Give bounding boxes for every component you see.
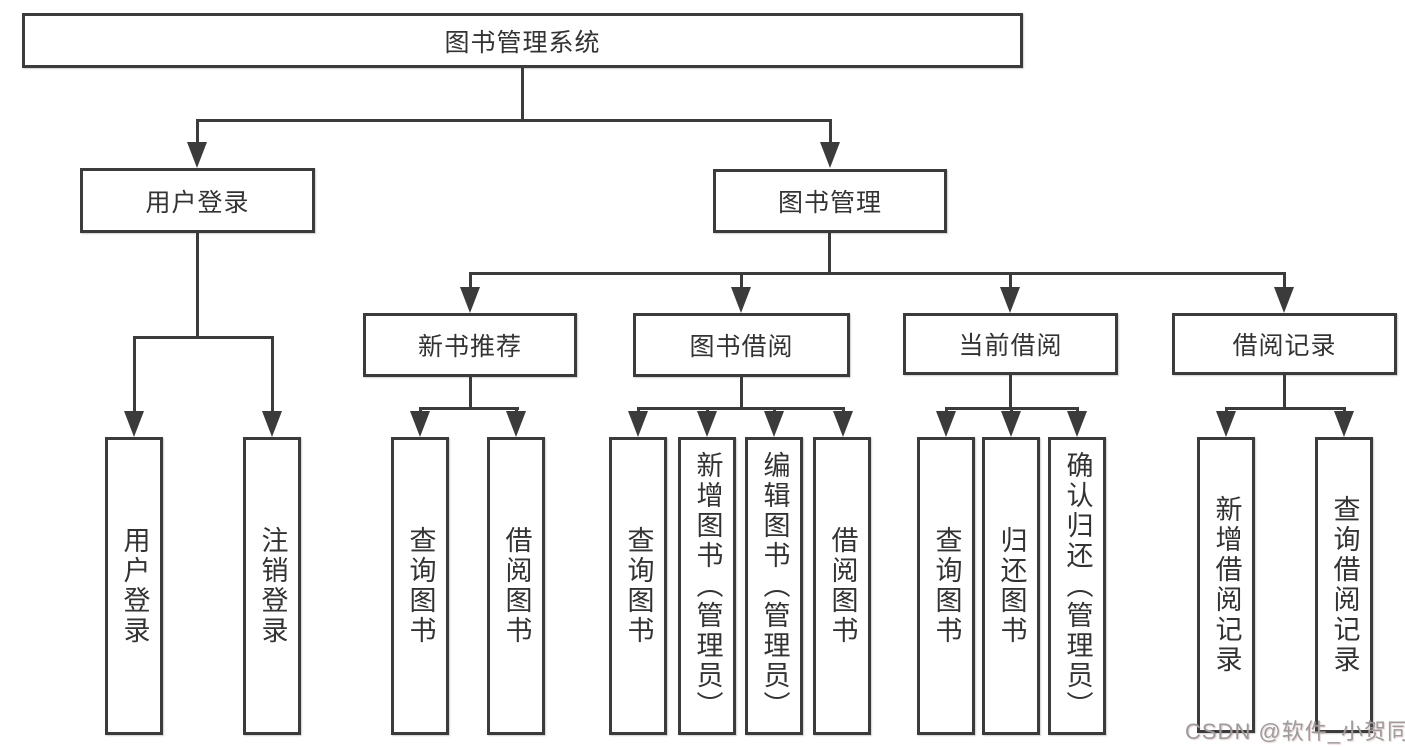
leaf-return-books: 归还图书 bbox=[982, 437, 1040, 735]
tree-line bbox=[133, 336, 136, 413]
arrow-down-icon bbox=[820, 142, 840, 168]
leaf-query-books-recommend: 查询图书 bbox=[391, 437, 449, 735]
arrow-down-icon bbox=[1334, 411, 1354, 437]
arrow-down-icon bbox=[506, 411, 526, 437]
leaf-confirm-return-admin: 确认归还（管理员） bbox=[1048, 437, 1106, 735]
node-box-user-login: 用户登录 bbox=[80, 168, 315, 233]
arrow-down-icon bbox=[697, 411, 717, 437]
arrow-down-icon bbox=[124, 411, 144, 437]
watermark: CSDN @软件_小贺同学 bbox=[1185, 719, 1405, 744]
node-label-new-book-recommend: 新书推荐 bbox=[417, 333, 522, 361]
leaf-label-logout: 注销登录 bbox=[257, 526, 288, 646]
arrow-down-icon bbox=[187, 142, 207, 168]
tree-line bbox=[133, 336, 274, 339]
leaf-label-borrow-books-borrowing: 借阅图书 bbox=[827, 526, 858, 646]
arrow-down-icon bbox=[1000, 287, 1020, 313]
leaf-label-borrow-books-recommend: 借阅图书 bbox=[501, 526, 532, 646]
tree-line bbox=[196, 119, 832, 122]
node-label-borrow-records: 借阅记录 bbox=[1232, 332, 1337, 360]
arrow-down-icon bbox=[1274, 287, 1294, 313]
tree-line bbox=[271, 336, 274, 413]
node-label-user-login: 用户登录 bbox=[145, 188, 250, 217]
arrow-down-icon bbox=[936, 411, 956, 437]
node-box-book-management: 图书管理 bbox=[713, 169, 947, 233]
tree-line bbox=[469, 377, 472, 410]
node-box-new-book-recommend: 新书推荐 bbox=[363, 313, 577, 377]
leaf-borrow-books-recommend: 借阅图书 bbox=[487, 437, 545, 735]
tree-line bbox=[740, 377, 743, 410]
leaf-label-add-books-admin: 新增图书（管理员） bbox=[692, 451, 723, 721]
arrow-down-icon bbox=[1216, 411, 1236, 437]
leaf-label-confirm-return-admin: 确认归还（管理员） bbox=[1062, 451, 1093, 721]
leaf-logout: 注销登录 bbox=[243, 437, 301, 735]
leaf-label-query-books-borrowing: 查询图书 bbox=[623, 526, 654, 646]
leaf-user-login: 用户登录 bbox=[105, 437, 163, 735]
node-box-borrow-records: 借阅记录 bbox=[1172, 313, 1397, 375]
tree-line bbox=[469, 272, 1286, 275]
arrow-down-icon bbox=[460, 287, 480, 313]
leaf-query-books-current: 查询图书 bbox=[917, 437, 975, 735]
tree-line bbox=[419, 407, 519, 410]
tree-line bbox=[196, 119, 199, 147]
arrow-down-icon bbox=[410, 411, 430, 437]
arrow-down-icon bbox=[1067, 411, 1087, 437]
tree-line bbox=[828, 233, 831, 275]
leaf-edit-books-admin: 编辑图书（管理员） bbox=[745, 437, 803, 735]
tree-line bbox=[1009, 272, 1012, 290]
node-box-current-borrowing: 当前借阅 bbox=[903, 313, 1118, 375]
node-label-current-borrowing: 当前借阅 bbox=[958, 332, 1063, 360]
node-box-root: 图书管理系统 bbox=[22, 13, 1023, 68]
node-box-book-borrowing: 图书借阅 bbox=[633, 313, 850, 377]
arrow-down-icon bbox=[764, 411, 784, 437]
node-label-root: 图书管理系统 bbox=[444, 28, 601, 57]
leaf-label-query-books-recommend: 查询图书 bbox=[405, 526, 436, 646]
arrow-down-icon bbox=[262, 411, 282, 437]
leaf-label-return-books: 归还图书 bbox=[996, 526, 1027, 646]
tree-line bbox=[469, 272, 472, 290]
leaf-add-borrow-record: 新增借阅记录 bbox=[1197, 437, 1255, 733]
arrow-down-icon bbox=[731, 287, 751, 313]
tree-line bbox=[196, 233, 199, 339]
tree-line bbox=[829, 119, 832, 147]
tree-line bbox=[1283, 375, 1286, 410]
leaf-label-query-books-current: 查询图书 bbox=[931, 526, 962, 646]
tree-line bbox=[637, 407, 845, 410]
leaf-borrow-books-borrowing: 借阅图书 bbox=[813, 437, 871, 735]
leaf-label-query-borrow-record: 查询借阅记录 bbox=[1329, 495, 1360, 675]
tree-line bbox=[1283, 272, 1286, 290]
leaf-label-edit-books-admin: 编辑图书（管理员） bbox=[759, 451, 790, 721]
tree-line bbox=[521, 68, 524, 121]
arrow-down-icon bbox=[833, 411, 853, 437]
tree-line bbox=[1009, 375, 1012, 410]
arrow-down-icon bbox=[628, 411, 648, 437]
leaf-query-borrow-record: 查询借阅记录 bbox=[1315, 437, 1373, 733]
leaf-add-books-admin: 新增图书（管理员） bbox=[678, 437, 736, 735]
node-label-book-management: 图书管理 bbox=[777, 189, 882, 217]
arrow-down-icon bbox=[1001, 411, 1021, 437]
tree-line bbox=[740, 272, 743, 290]
leaf-label-add-borrow-record: 新增借阅记录 bbox=[1211, 495, 1242, 675]
leaf-query-books-borrowing: 查询图书 bbox=[609, 437, 667, 735]
tree-line bbox=[1225, 407, 1345, 410]
node-label-book-borrowing: 图书借阅 bbox=[689, 333, 794, 361]
leaf-label-user-login: 用户登录 bbox=[119, 526, 150, 646]
